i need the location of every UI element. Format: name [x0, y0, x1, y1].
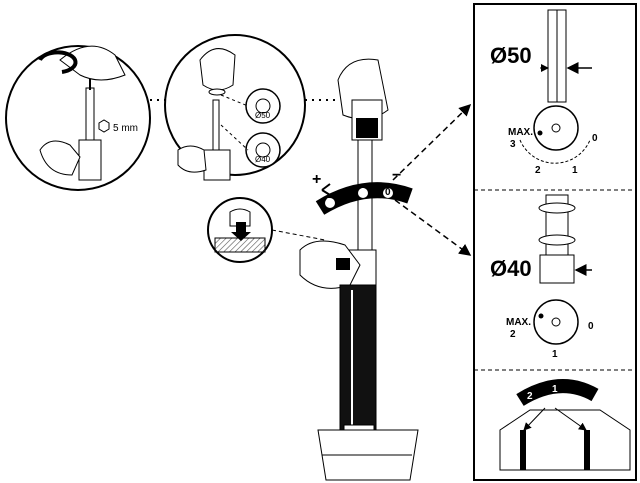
main-column — [299, 58, 419, 481]
press-arrow-icon — [231, 222, 251, 241]
p1-one: 1 — [572, 165, 578, 176]
rotate-arrow-icon — [315, 182, 413, 215]
detail-circle-washers — [164, 34, 306, 181]
p3-one: 1 — [552, 384, 558, 395]
main-dial-2: 2 — [326, 197, 332, 208]
p1-three: 3 — [510, 139, 516, 150]
washer-bottom-label: Ø40 — [255, 155, 271, 164]
diameter-50-label: Ø50 — [490, 43, 532, 68]
p3-zero: 0 — [588, 385, 594, 396]
minus-sign: − — [392, 167, 402, 184]
hex-size-label: 5 mm — [113, 123, 138, 134]
p1-zero: 0 — [592, 133, 598, 144]
main-dial-1: 1 — [360, 187, 366, 198]
washer-top-label: Ø50 — [255, 111, 271, 120]
p1-max: MAX. — [508, 127, 533, 138]
plus-sign: + — [312, 171, 322, 188]
diameter-40-label: Ø40 — [490, 256, 532, 281]
p2-one: 1 — [552, 349, 558, 360]
p2-zero: 0 — [588, 321, 594, 332]
p2-max: MAX. — [506, 317, 531, 328]
right-panel — [473, 3, 637, 481]
detail-circle-press — [207, 197, 273, 263]
p3-two: 2 — [527, 391, 533, 402]
p2-two: 2 — [510, 329, 516, 340]
p1-two: 2 — [535, 165, 541, 176]
hex-icon — [98, 119, 110, 133]
detail-circle-hex — [5, 45, 151, 191]
main-dial-0: 0 — [385, 187, 391, 198]
